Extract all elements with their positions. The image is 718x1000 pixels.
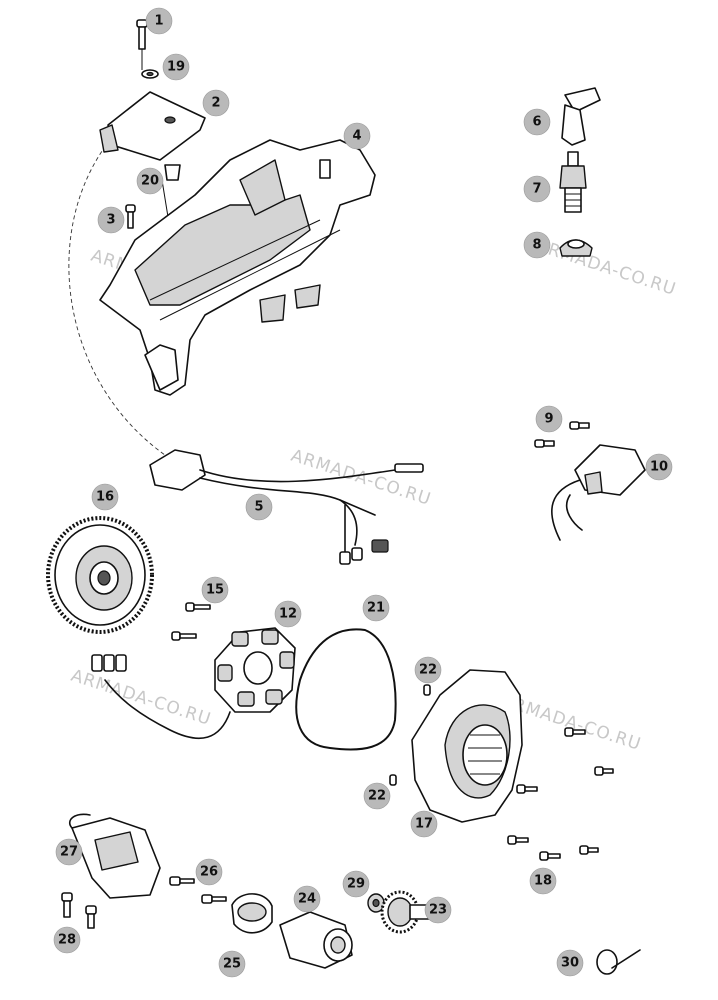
part-5-wiring-harness [149,449,424,565]
callout-label-26: 26 [200,865,218,880]
part-7-spark-plug [559,151,587,213]
part-8-seal [559,239,593,257]
callout-label-28: 28 [58,933,76,948]
callout-19: 19 [162,53,190,81]
callout-label-18: 18 [534,874,552,889]
callout-15: 15 [201,576,229,604]
callout-23: 23 [424,896,452,924]
watermark-2: ARMADA-CO.RU [533,236,678,300]
part-15-screws [171,602,211,641]
callout-6: 6 [523,108,551,136]
callout-21: 21 [362,594,390,622]
watermark-3: ARMADA-CO.RU [288,446,433,510]
callout-label-8: 8 [532,238,541,253]
callout-2: 2 [202,89,230,117]
part-9-bolts [534,421,590,448]
callout-label-7: 7 [532,182,541,197]
callout-26: 26 [195,858,223,886]
callout-label-19: 19 [167,60,185,75]
part-2-control-unit [99,91,206,161]
callout-8: 8 [523,231,551,259]
callout-label-12: 12 [279,607,297,622]
callout-label-23: 23 [429,903,447,918]
callouts: 1 19 2 20 3 4 6 7 8 9 10 5 16 15 12 21 2… [53,7,673,978]
callout-label-16: 16 [96,490,114,505]
callout-label-22-lower: 22 [368,789,386,804]
callout-17: 17 [410,810,438,838]
callout-16: 16 [91,483,119,511]
callout-label-15: 15 [206,583,224,598]
part-18-screws [507,727,614,861]
part-26-screws [169,876,227,904]
part-4-electronics-holder [99,139,376,396]
callout-30: 30 [556,949,584,977]
callout-label-25: 25 [223,957,241,972]
callout-label-30: 30 [561,956,579,971]
callout-label-4: 4 [352,129,361,144]
callout-18: 18 [529,867,557,895]
callout-25: 25 [218,950,246,978]
part-24-starter-motor [279,911,353,969]
part-6-spark-plug-cap [561,87,601,146]
part-28-bolts [61,892,97,929]
callout-10: 10 [645,453,673,481]
part-20-grommet [164,164,181,181]
part-19-washer [141,69,159,79]
callout-1: 1 [145,7,173,35]
part-21-gasket [295,628,397,751]
part-25-clamp [231,893,273,934]
callout-label-29: 29 [347,877,365,892]
callout-label-2: 2 [211,96,220,111]
callout-28: 28 [53,926,81,954]
callout-20: 20 [136,167,164,195]
callout-3: 3 [97,206,125,234]
callout-label-22-upper: 22 [419,663,437,678]
part-17-ignition-cover [411,669,523,823]
callout-label-10: 10 [650,460,668,475]
watermark-4: ARMADA-CO.RU [68,666,213,730]
callout-label-3: 3 [106,213,115,228]
callout-9: 9 [535,405,563,433]
callout-4: 4 [343,122,371,150]
callout-label-20: 20 [141,174,159,189]
callout-5: 5 [245,493,273,521]
callout-label-9: 9 [544,412,553,427]
callout-label-1: 1 [154,14,163,29]
callout-label-5: 5 [254,500,263,515]
callout-27: 27 [55,838,83,866]
part-27-starter-relay [68,813,161,899]
callout-7: 7 [523,175,551,203]
part-29-gear [367,893,385,913]
callout-label-6: 6 [532,115,541,130]
part-3-screw [125,204,136,229]
callout-24: 24 [293,885,321,913]
part-30-cable-tie [596,949,641,975]
part-22-dowel-pins [389,684,431,786]
part-16-flywheel [46,516,154,634]
part-1-bolt [136,19,148,50]
part-23-starter-drive [380,890,433,934]
callout-22-upper: 22 [414,656,442,684]
callout-12: 12 [274,600,302,628]
callout-label-21: 21 [367,601,385,616]
callout-label-17: 17 [415,817,433,832]
callout-label-27: 27 [60,845,78,860]
part-10-ignition-coil [551,444,646,541]
callout-29: 29 [342,870,370,898]
callout-label-24: 24 [298,892,316,907]
callout-22-lower: 22 [363,782,391,810]
part-12-stator [91,627,296,740]
